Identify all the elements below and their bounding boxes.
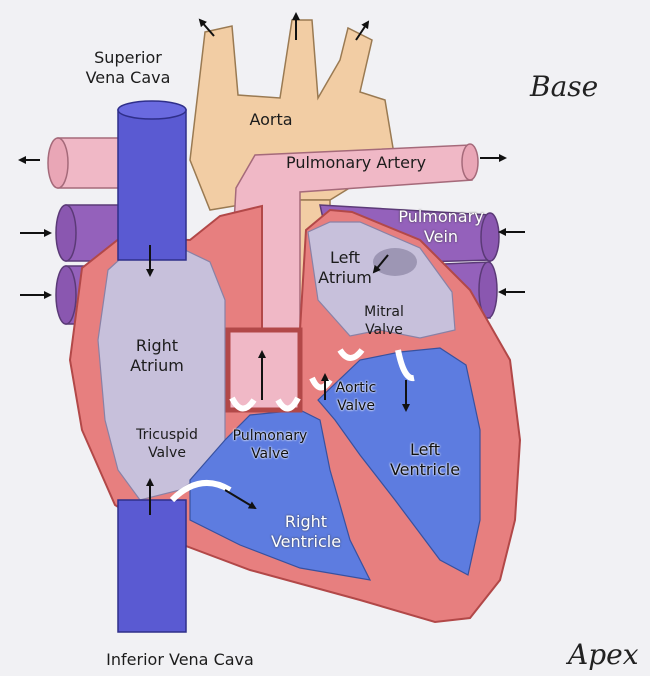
- label-tricuspid-valve: Tricuspid Valve: [136, 427, 198, 462]
- label-right-ventricle: Right Ventricle: [271, 512, 341, 552]
- label-pulmonary-valve: Pulmonary Valve: [233, 428, 308, 463]
- label-left-atrium: Left Atrium: [318, 248, 372, 288]
- label-aorta: Aorta: [249, 110, 292, 130]
- label-mitral-valve: Mitral Valve: [364, 304, 404, 339]
- label-base: Base: [530, 70, 598, 103]
- label-pulmonary-artery: Pulmonary Artery: [286, 153, 426, 173]
- label-aortic-valve: Aortic Valve: [336, 380, 377, 415]
- label-apex: Apex: [568, 638, 639, 671]
- label-superior-vena-cava: Superior Vena Cava: [86, 48, 171, 88]
- label-pulmonary-vein: Pulmonary Vein: [398, 207, 483, 247]
- label-left-ventricle: Left Ventricle: [390, 440, 460, 480]
- label-inferior-vena-cava: Inferior Vena Cava: [106, 650, 254, 670]
- pulmonary-trunk: [228, 330, 300, 410]
- label-right-atrium: Right Atrium: [130, 336, 184, 376]
